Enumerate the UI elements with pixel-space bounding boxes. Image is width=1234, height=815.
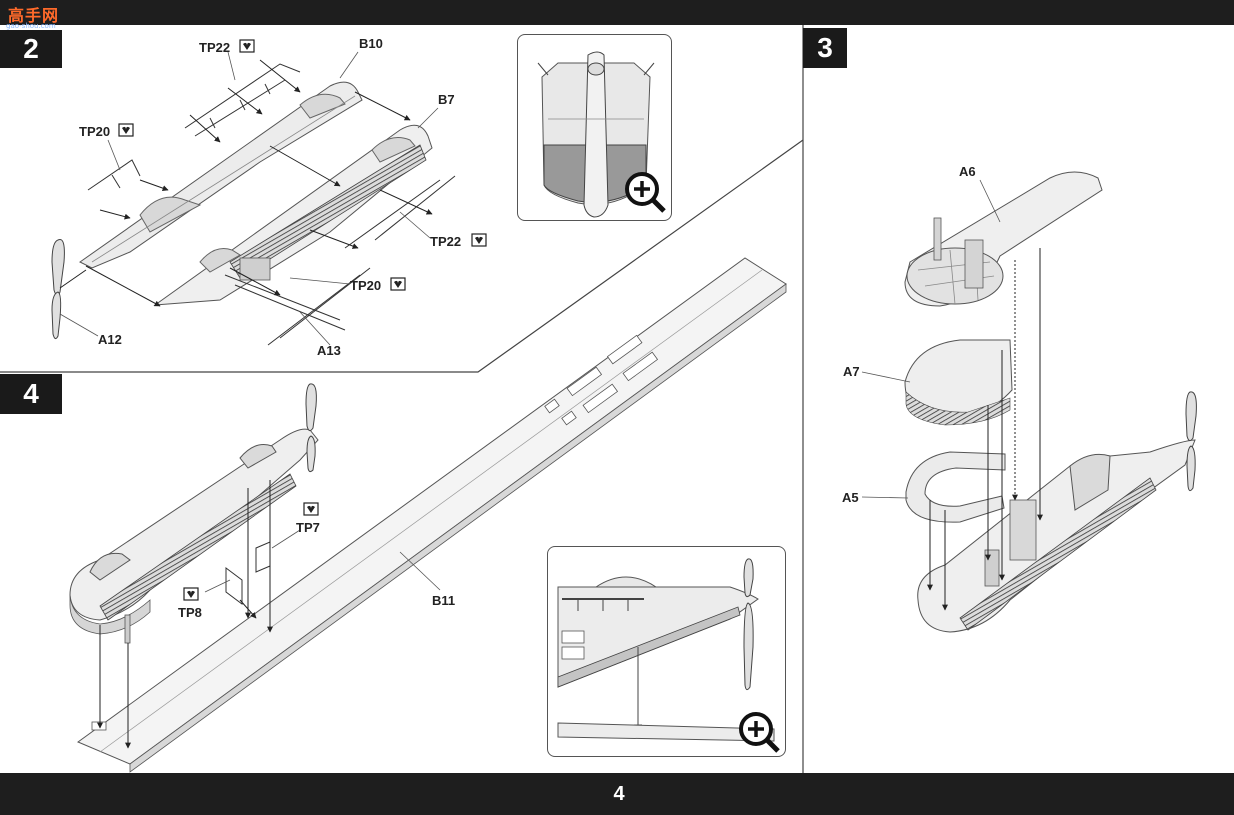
label-tp20-right: TP20 bbox=[350, 278, 381, 293]
label-b11: B11 bbox=[432, 593, 455, 608]
panel-divider-diagonal bbox=[0, 139, 804, 373]
label-tp20-left: TP20 bbox=[79, 124, 110, 139]
step3-fuselage-assembly bbox=[917, 439, 1196, 633]
detail-inset-front-view bbox=[517, 34, 672, 221]
step4-fuselage-assembly bbox=[69, 428, 319, 644]
photo-etch-icon bbox=[390, 277, 406, 291]
step-badge-4: 4 bbox=[0, 374, 62, 414]
step4-assembly-arrows bbox=[97, 480, 273, 749]
detail-front-view-drawing bbox=[537, 51, 666, 218]
label-a12: A12 bbox=[98, 332, 122, 347]
step2-upper-fuselage-half bbox=[79, 81, 363, 269]
photo-etch-icon bbox=[471, 233, 487, 247]
step4-propeller bbox=[305, 383, 317, 473]
step-badge-3: 3 bbox=[803, 28, 847, 68]
watermark-subtext: gao-shou.com bbox=[6, 22, 56, 30]
detail-inset-side-view bbox=[547, 546, 786, 757]
photo-etch-icon bbox=[118, 123, 134, 137]
detail-side-view-drawing bbox=[557, 558, 780, 753]
photo-etch-icon bbox=[183, 587, 199, 601]
step3-propeller bbox=[1185, 391, 1197, 492]
photo-etch-icon bbox=[239, 39, 255, 53]
footer-bar: 4 bbox=[0, 773, 1234, 815]
step2-propeller-a12 bbox=[51, 238, 87, 340]
label-b10: B10 bbox=[359, 36, 383, 51]
step4-part-b11-base-plank bbox=[76, 257, 787, 773]
step3-part-a6-upper-deck bbox=[904, 171, 1103, 307]
step2-leader-lines bbox=[59, 51, 439, 346]
step4-photo-etch-tp7-tp8 bbox=[225, 541, 271, 605]
watermark-text: 高手网 bbox=[8, 6, 60, 25]
label-a6: A6 bbox=[959, 164, 976, 179]
page-number: 4 bbox=[613, 782, 625, 805]
label-b7: B7 bbox=[438, 92, 455, 107]
label-a13: A13 bbox=[317, 343, 341, 358]
label-a7: A7 bbox=[843, 364, 860, 379]
step-badge-2: 2 bbox=[0, 30, 62, 68]
zoom-plus-icon bbox=[739, 712, 780, 753]
step2-lower-fuselage-half bbox=[153, 124, 433, 306]
step2-assembly-arrows bbox=[85, 59, 433, 307]
step3-assembly-arrows bbox=[927, 248, 1043, 611]
label-tp22-right: TP22 bbox=[430, 234, 461, 249]
top-bar bbox=[0, 0, 1234, 25]
step3-part-a7-floor bbox=[904, 339, 1013, 426]
label-tp8: TP8 bbox=[178, 605, 202, 620]
watermark-logo: 高手网 gao-shou.com bbox=[2, 2, 68, 32]
label-tp22-top: TP22 bbox=[199, 40, 230, 55]
photo-etch-icon bbox=[303, 502, 319, 516]
label-tp7: TP7 bbox=[296, 520, 320, 535]
step2-photo-etch-parts bbox=[87, 63, 456, 346]
label-a5: A5 bbox=[842, 490, 859, 505]
step4-leader-lines bbox=[204, 529, 441, 593]
step3-part-a5-rim bbox=[905, 451, 1006, 523]
step3-leader-lines bbox=[861, 179, 1001, 499]
zoom-plus-icon bbox=[625, 172, 666, 213]
